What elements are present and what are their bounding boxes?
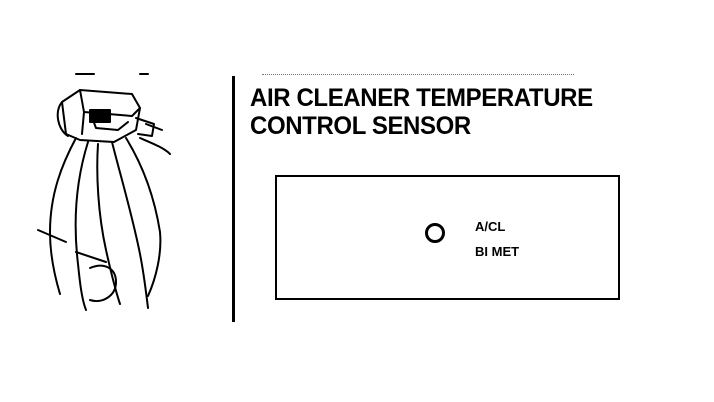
sensor-label-line-2: BI MET — [475, 244, 520, 259]
title-line-1: AIR CLEANER TEMPERATURE — [250, 84, 593, 112]
diagram-title: AIR CLEANER TEMPERATURE CONTROL SENSOR — [250, 84, 593, 140]
title-top-rule — [262, 74, 574, 75]
sensor-terminal-circle — [425, 223, 445, 243]
sensor-label-line-1: A/CL — [475, 219, 506, 234]
connector-illustration — [37, 73, 171, 311]
title-line-2: CONTROL SENSOR — [250, 112, 471, 140]
vertical-divider — [232, 76, 235, 322]
sensor-panel: A/CL BI MET — [275, 175, 620, 300]
